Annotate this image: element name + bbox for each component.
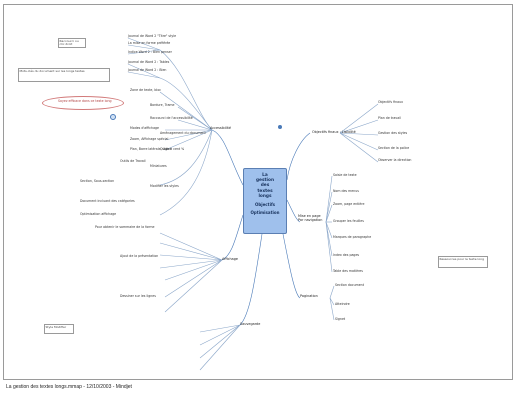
- node[interactable]: Modifier les styles: [150, 184, 179, 188]
- node[interactable]: La mise en forme préférée: [128, 41, 171, 45]
- link-center-miseenpage: [286, 199, 301, 223]
- central-title-line: des: [260, 183, 270, 189]
- node[interactable]: Atteindre: [335, 302, 350, 306]
- link-center-pagination: [282, 233, 301, 299]
- node[interactable]: Grouper les feuilles: [333, 219, 364, 223]
- note-style: Style Modifier: [44, 324, 74, 334]
- node[interactable]: Index des pages: [333, 253, 360, 257]
- node[interactable]: Raccourci de l'accessibilité: [150, 116, 193, 120]
- node[interactable]: Section, Sous-section: [80, 179, 115, 183]
- node[interactable]: Objectifs finaux: [378, 100, 403, 104]
- info-icon: [278, 125, 282, 129]
- node[interactable]: Indice Word 2 : Bien penser: [128, 50, 172, 54]
- node[interactable]: Document incluant des catégories: [80, 199, 135, 203]
- node[interactable]: Modes d'affichage: [130, 126, 160, 130]
- node[interactable]: Marques de paragraphe: [333, 235, 372, 239]
- sample-text-oval: [42, 96, 124, 110]
- node[interactable]: Journal de Word 2 "Titre" style: [128, 34, 177, 38]
- branch-pagination[interactable]: Pagination: [300, 294, 318, 298]
- node[interactable]: Optimisation affichage: [80, 212, 117, 216]
- central-objective: Objectifs: [254, 202, 276, 208]
- node[interactable]: Section document: [335, 283, 364, 287]
- branch-affichage[interactable]: Affichage: [222, 257, 238, 261]
- node[interactable]: Miniatures: [150, 164, 167, 168]
- link-center-accessibilite: [211, 129, 244, 186]
- node[interactable]: Signet: [335, 317, 346, 321]
- node[interactable]: Journal de Word 2 : Tables: [128, 60, 170, 64]
- branch-sauvegarde[interactable]: Sauvegarde: [240, 322, 261, 326]
- link-center-objectifs: [286, 132, 311, 181]
- node[interactable]: Outils de Travail: [120, 159, 146, 163]
- node[interactable]: Plan de travail: [378, 116, 401, 120]
- link-center-affichage: [221, 214, 244, 261]
- branch-objectifs[interactable]: Objectifs finaux : Lisibilité: [312, 130, 356, 134]
- branch-accessibilite[interactable]: Accessibilité: [210, 126, 231, 130]
- note-keywords: Mots-clés du document sur les longs text…: [18, 68, 110, 82]
- central-subtitle: Optimisation: [250, 210, 280, 216]
- link-center-sauvegarde: [239, 233, 263, 326]
- central-title-line: La: [262, 173, 268, 178]
- node[interactable]: Bordure, Trame: [150, 103, 175, 107]
- node[interactable]: Observer la direction: [378, 158, 412, 162]
- node[interactable]: Plan, Barre latérale, Ligne: [130, 147, 172, 151]
- central-title-line: textes: [257, 188, 273, 194]
- central-title-line: longs: [258, 193, 272, 199]
- note-raccourci: Raccourci ou clic droit: [58, 38, 86, 48]
- node[interactable]: Dessiner sur les lignes: [120, 294, 156, 298]
- central-topic[interactable]: La gestion des textes longs Objectifs Op…: [243, 168, 287, 234]
- node[interactable]: Zoom, Affichage spécial: [130, 137, 169, 141]
- node[interactable]: Gestion des styles: [378, 131, 408, 135]
- branch-mise-en-page[interactable]: Mise en page Par navigation: [298, 214, 323, 222]
- central-title-line: gestion: [255, 178, 275, 184]
- footer-caption: La gestion des textes longs.mmap - 12/10…: [6, 384, 132, 390]
- node[interactable]: Ajout de la présentation: [120, 254, 159, 258]
- node[interactable]: Outils à cent %: [160, 147, 185, 151]
- node[interactable]: Zone de texte, bloc: [130, 88, 162, 92]
- sample-text: Soyez efficace dans ce texte long: [58, 99, 112, 103]
- node[interactable]: Nom des menus: [333, 189, 359, 193]
- node[interactable]: Pour obtenir le sommaire de la forme: [95, 225, 155, 229]
- doc-icon: [110, 114, 116, 120]
- node[interactable]: Saisie de texte: [333, 173, 357, 177]
- node[interactable]: Aménagement du document: [160, 131, 206, 135]
- note-resources: Ressources pour le texte long: [438, 256, 488, 268]
- node[interactable]: Zoom, page entière: [333, 202, 365, 206]
- node[interactable]: Table des matières: [333, 269, 363, 273]
- node[interactable]: Section de la police: [378, 146, 410, 150]
- node[interactable]: Journal de Word 2 : Bien: [128, 68, 167, 72]
